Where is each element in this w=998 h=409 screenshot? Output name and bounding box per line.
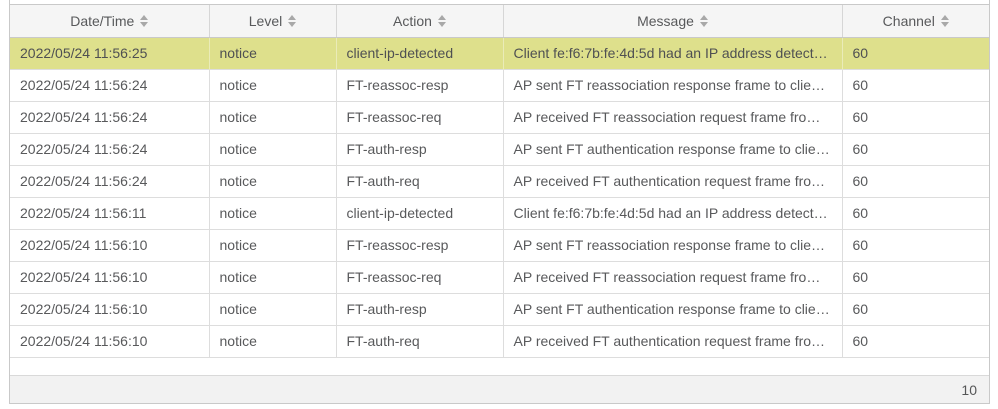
cell-datetime: 2022/05/24 11:56:24 <box>10 164 209 197</box>
cell-action: FT-auth-resp <box>335 132 503 165</box>
header-row: Date/Time Level Action Message Channel <box>10 5 989 38</box>
cell-message: Client fe:f6:7b:fe:4d:5d had an IP addre… <box>502 37 842 69</box>
cell-datetime: 2022/05/24 11:56:24 <box>10 100 209 133</box>
event-log-table: Date/Time Level Action Message Channel 2… <box>10 5 989 357</box>
sort-updown-icon <box>437 15 446 28</box>
cell-datetime: 2022/05/24 11:56:24 <box>10 132 209 165</box>
cell-message: AP received FT reassociation request fra… <box>502 100 842 133</box>
cell-action: FT-auth-req <box>335 164 503 197</box>
table-row[interactable]: 2022/05/24 11:56:10 notice FT-reassoc-re… <box>10 260 989 293</box>
cell-message: AP sent FT reassociation response frame … <box>502 68 842 101</box>
cell-action: FT-reassoc-req <box>335 260 503 293</box>
cell-datetime: 2022/05/24 11:56:10 <box>10 292 209 325</box>
event-log-table-widget: Date/Time Level Action Message Channel 2… <box>9 0 990 404</box>
cell-channel: 60 <box>841 260 989 293</box>
cell-level: notice <box>208 164 336 197</box>
cell-level: notice <box>208 260 336 293</box>
table-row[interactable]: 2022/05/24 11:56:10 notice FT-reassoc-re… <box>10 228 989 261</box>
cell-level: notice <box>208 228 336 261</box>
cell-level: notice <box>208 68 336 101</box>
cell-channel: 60 <box>841 100 989 133</box>
cell-action: client-ip-detected <box>335 196 503 229</box>
cell-level: notice <box>208 324 336 357</box>
table-row[interactable]: 2022/05/24 11:56:10 notice FT-auth-req A… <box>10 324 989 357</box>
cell-datetime: 2022/05/24 11:56:10 <box>10 260 209 293</box>
column-header-message[interactable]: Message <box>502 5 842 38</box>
cell-channel: 60 <box>841 324 989 357</box>
column-label-message: Message <box>637 12 694 29</box>
table-row[interactable]: 2022/05/24 11:56:24 notice FT-auth-req A… <box>10 164 989 197</box>
cell-channel: 60 <box>841 37 989 69</box>
column-header-level[interactable]: Level <box>208 5 336 38</box>
total-count: 10 <box>961 381 977 398</box>
cell-message: AP sent FT reassociation response frame … <box>502 228 842 261</box>
column-label-level: Level <box>248 12 283 29</box>
table-row-selected[interactable]: 2022/05/24 11:56:25 notice client-ip-det… <box>10 37 989 69</box>
cell-datetime: 2022/05/24 11:56:24 <box>10 68 209 101</box>
cell-message: Client fe:f6:7b:fe:4d:5d had an IP addre… <box>502 196 842 229</box>
column-label-action: Action <box>393 12 432 29</box>
cell-level: notice <box>208 292 336 325</box>
column-label-channel: Channel <box>882 12 935 29</box>
cell-channel: 60 <box>841 132 989 165</box>
table-row[interactable]: 2022/05/24 11:56:24 notice FT-reassoc-re… <box>10 68 989 101</box>
table-row[interactable]: 2022/05/24 11:56:10 notice FT-auth-resp … <box>10 292 989 325</box>
cell-action: FT-auth-req <box>335 324 503 357</box>
cell-datetime: 2022/05/24 11:56:10 <box>10 228 209 261</box>
cell-action: client-ip-detected <box>335 37 503 69</box>
cell-channel: 60 <box>841 292 989 325</box>
cell-message: AP received FT reassociation request fra… <box>502 260 842 293</box>
cell-message: AP sent FT authentication response frame… <box>502 292 842 325</box>
column-header-datetime[interactable]: Date/Time <box>10 5 209 38</box>
cell-datetime: 2022/05/24 11:56:10 <box>10 324 209 357</box>
table-footer: 10 <box>10 375 989 403</box>
column-header-channel[interactable]: Channel <box>841 5 989 38</box>
empty-table-space <box>10 357 989 375</box>
sort-updown-icon <box>699 15 708 28</box>
sort-updown-icon <box>940 15 949 28</box>
cell-action: FT-reassoc-resp <box>335 228 503 261</box>
cell-level: notice <box>208 196 336 229</box>
cell-action: FT-reassoc-req <box>335 100 503 133</box>
column-label-datetime: Date/Time <box>70 12 135 29</box>
cell-channel: 60 <box>841 228 989 261</box>
cell-datetime: 2022/05/24 11:56:11 <box>10 196 209 229</box>
cell-level: notice <box>208 132 336 165</box>
cell-action: FT-auth-resp <box>335 292 503 325</box>
widget-top-edge <box>10 0 989 5</box>
cell-message: AP received FT authentication request fr… <box>502 324 842 357</box>
column-header-action[interactable]: Action <box>335 5 503 38</box>
cell-action: FT-reassoc-resp <box>335 68 503 101</box>
cell-channel: 60 <box>841 164 989 197</box>
cell-datetime: 2022/05/24 11:56:25 <box>20 45 148 61</box>
cell-level: notice <box>208 37 336 69</box>
table-row[interactable]: 2022/05/24 11:56:24 notice FT-reassoc-re… <box>10 100 989 133</box>
cell-message: AP sent FT authentication response frame… <box>502 132 842 165</box>
cell-channel: 60 <box>841 68 989 101</box>
sort-updown-icon <box>140 15 149 28</box>
cell-level: notice <box>208 100 336 133</box>
table-row[interactable]: 2022/05/24 11:56:24 notice FT-auth-resp … <box>10 132 989 165</box>
table-row[interactable]: 2022/05/24 11:56:11 notice client-ip-det… <box>10 196 989 229</box>
cell-message: AP received FT authentication request fr… <box>502 164 842 197</box>
sort-updown-icon <box>288 15 297 28</box>
table-body: 2022/05/24 11:56:25 notice client-ip-det… <box>10 37 989 357</box>
cell-channel: 60 <box>841 196 989 229</box>
table-header: Date/Time Level Action Message Channel <box>10 5 989 38</box>
